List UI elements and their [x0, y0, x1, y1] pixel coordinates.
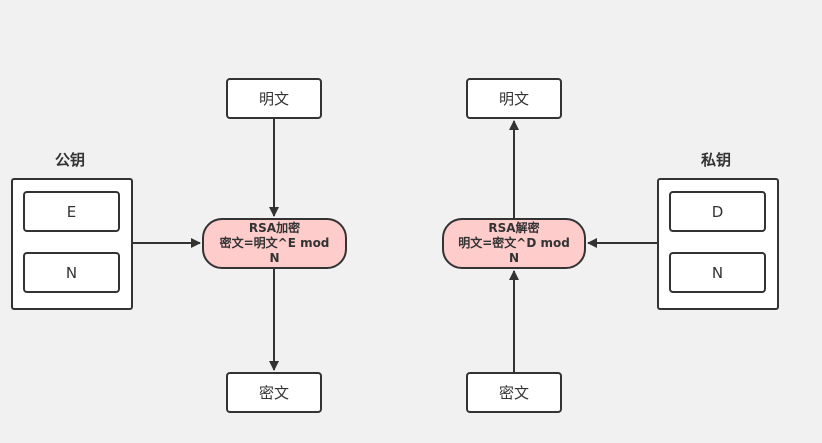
public-key-e-label: E [66, 202, 77, 221]
private-key-n-box[interactable]: N [669, 252, 766, 293]
encrypt-ciphertext-box[interactable]: 密文 [226, 372, 322, 413]
encrypt-plaintext-box[interactable]: 明文 [226, 78, 322, 119]
encrypt-process-formula: 密文=明文^E mod [219, 236, 330, 250]
rsa-decrypt-process[interactable]: RSA解密 明文=密文^D mod N [442, 218, 586, 269]
private-key-d-box[interactable]: D [669, 191, 766, 232]
public-key-n-box[interactable]: N [23, 252, 120, 293]
public-key-n-label: N [65, 263, 78, 282]
encrypt-process-formula-end: N [269, 251, 280, 265]
public-key-e-box[interactable]: E [23, 191, 120, 232]
encrypt-process-title: RSA加密 [248, 221, 301, 235]
private-key-d-label: D [711, 202, 724, 221]
decrypt-process-formula: 明文=密文^D mod [458, 236, 570, 250]
decrypt-process-title: RSA解密 [488, 221, 540, 235]
decrypt-process-formula-end: N [508, 251, 520, 265]
private-key-title: 私钥 [701, 151, 732, 169]
decrypt-ciphertext-label: 密文 [498, 384, 529, 402]
rsa-encrypt-process[interactable]: RSA加密 密文=明文^E mod N [202, 218, 347, 269]
decrypt-plaintext-box[interactable]: 明文 [466, 78, 562, 119]
public-key-title: 公钥 [55, 151, 86, 169]
private-key-n-label: N [711, 263, 724, 282]
encrypt-plaintext-label: 明文 [258, 90, 289, 108]
encrypt-ciphertext-label: 密文 [258, 384, 289, 402]
decrypt-ciphertext-box[interactable]: 密文 [466, 372, 562, 413]
decrypt-plaintext-label: 明文 [498, 90, 529, 108]
